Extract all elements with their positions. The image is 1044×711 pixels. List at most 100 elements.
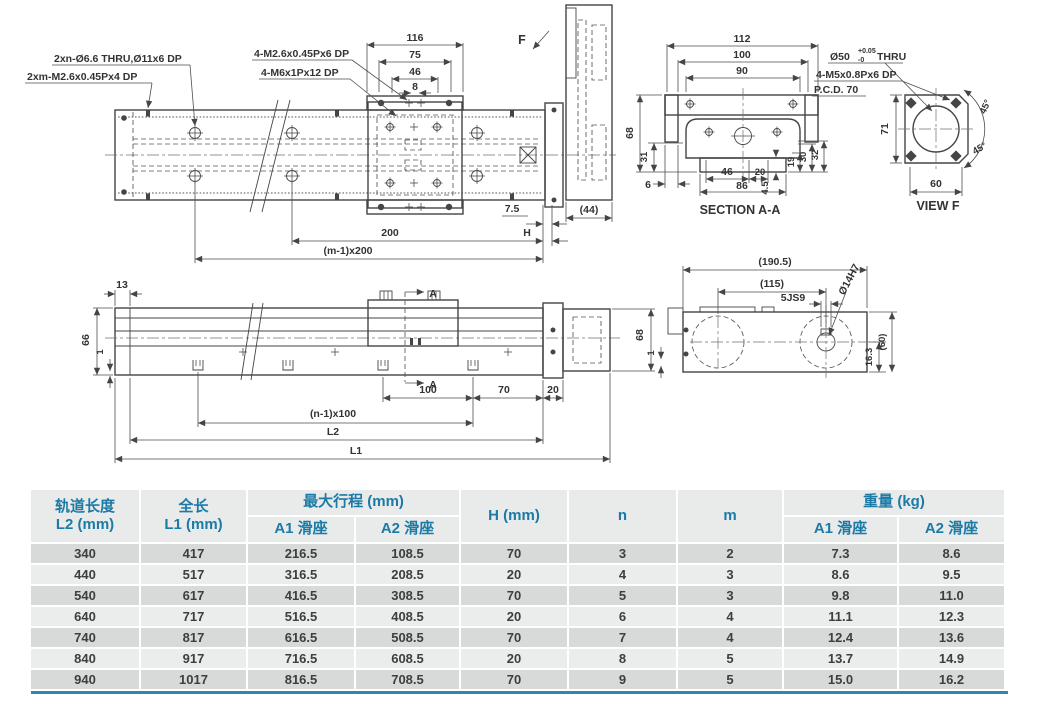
dim-key: 5JS9 — [781, 292, 806, 304]
dim-shaft-bore: Ø14H7 — [836, 262, 862, 297]
technical-drawing: 2xn-Ø6.6 THRU,Ø11x6 DP 2xm-M2.6x0.45Px4 … — [25, 4, 994, 463]
cut-a-top: A — [429, 288, 437, 300]
table-cell: 3 — [678, 565, 782, 584]
table-cell: 13.7 — [784, 649, 897, 668]
dim-m-pitch: (m-1)x200 — [323, 245, 372, 257]
dim-h: H — [523, 227, 531, 239]
dim-75: 75 — [409, 49, 421, 61]
carriage-side — [367, 290, 459, 347]
dim-19: 19 — [786, 157, 797, 168]
dim-16-3: 16.3 — [864, 348, 875, 367]
dim-116: 116 — [407, 32, 424, 44]
dim-1: 1 — [95, 349, 106, 355]
table-cell: 408.5 — [356, 607, 459, 626]
table-cell: 4 — [678, 607, 782, 626]
dim-70: 70 — [498, 384, 510, 396]
table-cell: 216.5 — [248, 544, 354, 563]
table-cell: 517 — [141, 565, 246, 584]
pcd-note: P.C.D. 70 — [814, 84, 858, 96]
section-top-plate — [664, 94, 819, 116]
header-rail-length: 轨道长度 L2 (mm) — [31, 490, 139, 542]
dim-l1: L1 — [350, 445, 362, 457]
dim-32: 32 — [810, 150, 821, 161]
dim-l2: L2 — [327, 426, 339, 438]
dim-8: 8 — [412, 81, 418, 93]
dim-60: 60 — [930, 178, 942, 190]
table-cell: 540 — [31, 586, 139, 605]
dim-4-5: 4.5 — [760, 181, 771, 195]
table-cell: 1017 — [141, 670, 246, 689]
view-f-arrow-label: F — [518, 33, 526, 47]
table-cell: 9 — [569, 670, 676, 689]
note-rail-taps: 2xm-M2.6x0.45Px4 DP — [27, 71, 137, 83]
table-cell: 2 — [678, 544, 782, 563]
dim-100: 100 — [733, 49, 751, 61]
table-cell: 20 — [461, 607, 567, 626]
dim-44: (44) — [580, 204, 599, 216]
dim-200: 200 — [381, 227, 399, 239]
table-cell: 3 — [569, 544, 676, 563]
section-saddle — [685, 118, 801, 159]
dim-6: 6 — [645, 179, 651, 191]
table-bottom-rule — [31, 691, 1008, 694]
view-f: Ø50 +0.05 -0 THRU 4-M5x0.8Px6 DP P.C.D. … — [812, 48, 994, 213]
dim-190-5: (190.5) — [758, 256, 791, 268]
table-cell: 5 — [569, 586, 676, 605]
header-weight-a1: A1 滑座 — [784, 517, 897, 542]
table-cell: 308.5 — [356, 586, 459, 605]
header-total-length: 全长 L1 (mm) — [141, 490, 246, 542]
dim-90: 90 — [736, 65, 748, 77]
table-cell: 108.5 — [356, 544, 459, 563]
break-line — [240, 302, 254, 381]
spec-table-head: 轨道长度 L2 (mm) 全长 L1 (mm) 最大行程 (mm) H (mm)… — [31, 490, 1004, 542]
header-total-length-line2: L1 (mm) — [164, 516, 223, 533]
note-carriage-taps: 4-M2.6x0.45Px6 DP — [254, 48, 349, 60]
bore-thru: THRU — [877, 51, 906, 63]
table-cell: 13.6 — [899, 628, 1004, 647]
dim-20b: 20 — [755, 167, 766, 178]
table-cell: 740 — [31, 628, 139, 647]
dim-30: 30 — [798, 152, 809, 163]
plan-view: 2xn-Ø6.6 THRU,Ø11x6 DP 2xm-M2.6x0.45Px4 … — [25, 4, 616, 263]
table-cell: 416.5 — [248, 586, 354, 605]
section-dimensions — [636, 42, 828, 196]
spec-table: 轨道长度 L2 (mm) 全长 L1 (mm) 最大行程 (mm) H (mm)… — [29, 488, 1006, 691]
flange-taps-note: 4-M5x0.8Px6 DP — [816, 69, 897, 81]
table-cell: 8.6 — [899, 544, 1004, 563]
header-total-length-line1: 全长 — [178, 497, 209, 515]
table-cell: 4 — [569, 565, 676, 584]
table-cell: 316.5 — [248, 565, 354, 584]
dim-45-2: 45° — [971, 140, 989, 157]
dim-112: 112 — [734, 33, 751, 45]
table-cell: 12.3 — [899, 607, 1004, 626]
table-cell: 16.2 — [899, 670, 1004, 689]
table-cell: 12.4 — [784, 628, 897, 647]
dim-n-pitch: (n-1)x100 — [310, 408, 356, 420]
cut-a-bottom: A — [429, 379, 437, 391]
table-cell: 608.5 — [356, 649, 459, 668]
view-f-dimensions — [890, 89, 986, 196]
dim-13: 13 — [116, 279, 128, 291]
dim-68: 68 — [624, 127, 636, 139]
dim-100s: 100 — [419, 384, 437, 396]
table-cell: 70 — [461, 586, 567, 605]
end-block-plan — [519, 4, 613, 208]
dim-60b: (60) — [877, 334, 888, 351]
header-weight-a2: A2 滑座 — [899, 517, 1004, 542]
table-cell: 6 — [569, 607, 676, 626]
plan-dimensions — [194, 30, 613, 263]
dim-86: 86 — [736, 180, 748, 192]
break-line — [250, 302, 264, 381]
table-cell: 5 — [678, 670, 782, 689]
table-cell: 940 — [31, 670, 139, 689]
dim-7-5: 7.5 — [505, 203, 520, 215]
bottom-dimensions — [682, 266, 897, 373]
side-view: A A — [80, 279, 665, 463]
table-cell: 208.5 — [356, 565, 459, 584]
